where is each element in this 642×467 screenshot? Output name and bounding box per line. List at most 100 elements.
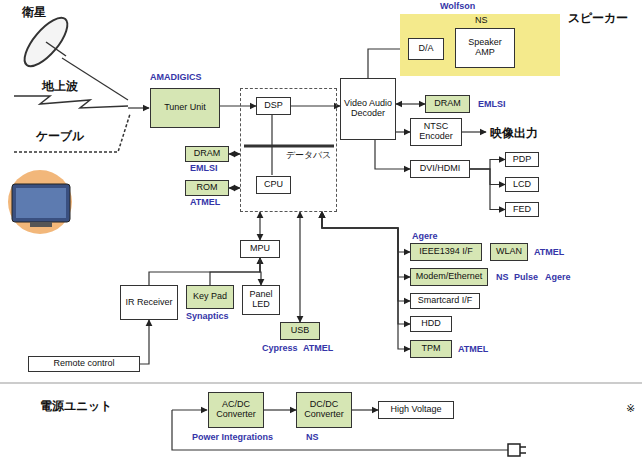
note-mark: ※ [626, 402, 635, 415]
signal-connector [322, 212, 410, 349]
box-text: DRAM [194, 149, 221, 159]
signal-connector [322, 212, 410, 324]
box-text: Video Audio Decoder [343, 99, 393, 119]
box-text: ROM [197, 183, 218, 193]
box-text: データバス [285, 151, 332, 161]
separator [0, 383, 642, 384]
box-text: MPU [250, 244, 270, 254]
terrestrial-wave [14, 96, 128, 108]
storage-box: HDD [410, 316, 452, 332]
signal-connector [322, 212, 410, 252]
box-text: DSP [264, 101, 283, 111]
cpu-box: CPU [256, 176, 291, 194]
signal-connector [140, 320, 149, 364]
box-text: Panel LED [245, 290, 277, 310]
place-label: 地上波 [42, 78, 78, 95]
converter-box: D/A [408, 38, 444, 60]
interface-box: Smartcard I/F [410, 293, 480, 309]
interface-box: DVI/HDMI [410, 160, 470, 178]
box-text: AC/DC Converter [211, 400, 261, 420]
keypad-box: Key Pad [186, 285, 234, 309]
vendor-label: Agere [412, 231, 438, 241]
box-text: Smartcard I/F [418, 296, 473, 306]
box-text: DRAM [434, 99, 461, 109]
memory-box: DRAM [425, 95, 470, 113]
box-text: IEEE1394 I/F [419, 247, 473, 257]
interface-box: IEEE1394 I/F [410, 243, 482, 261]
box-text: Key Pad [193, 292, 227, 302]
box-text: NTSC Encoder [413, 122, 459, 142]
box-text: NS [475, 16, 488, 26]
box-text: HDD [421, 319, 441, 329]
vendor-label: Cypress [262, 343, 298, 353]
box-text: Remote control [53, 359, 114, 369]
place-label: ケーブル [36, 128, 84, 145]
signal-connector [260, 258, 261, 285]
signal-connector [352, 409, 378, 410]
signal-connector [220, 105, 256, 106]
signal-connector [259, 212, 260, 240]
signal-connector [396, 103, 425, 104]
box-text: USB [291, 326, 310, 336]
box-text: CPU [264, 180, 283, 190]
box-text: TPM [422, 344, 441, 354]
place-label: 衛星 [22, 4, 46, 21]
led-box: Panel LED [242, 285, 280, 315]
box-text: Tuner Unit [164, 103, 206, 113]
encoder-box: NTSC Encoder [410, 118, 462, 146]
signal-connector [470, 169, 505, 210]
input-arrow [128, 107, 149, 108]
tuner-box: Tuner Unit [150, 88, 220, 128]
output-box: High Voltage [378, 401, 454, 419]
signal-connector [299, 212, 300, 322]
signal-connector [149, 258, 260, 285]
box-text: High Voltage [390, 405, 441, 415]
vendor-label: EMLSI [478, 99, 506, 109]
signal-connector [264, 409, 296, 410]
signal-connector [229, 153, 240, 154]
dsp-box: DSP [256, 97, 291, 115]
vendor-label: ATMEL [534, 247, 564, 257]
tv-icon [8, 170, 72, 234]
bus-region: データバス DSP CPU [240, 88, 337, 212]
display-box: LCD [505, 177, 539, 192]
signal-connector [322, 212, 410, 277]
amp-box: Speaker AMP [455, 28, 515, 68]
box-text: LCD [513, 180, 531, 190]
cable-line [14, 114, 130, 152]
vendor-label: NS [496, 272, 509, 282]
vendor-label: NS [306, 432, 319, 442]
receiver-box: IR Receiver [120, 285, 178, 320]
signal-connector [470, 169, 505, 185]
security-box: TPM [410, 340, 452, 358]
vendor-label: AMADIGICS [150, 72, 202, 82]
vendor-label: ATMEL [458, 344, 488, 354]
signal-connector [229, 187, 240, 188]
box-text: DVI/HDMI [420, 164, 461, 174]
output-label: 映像出力 [490, 125, 538, 142]
box-text: PDP [513, 155, 532, 165]
vendor-label: ATMEL [190, 197, 220, 207]
display-box: PDP [505, 152, 539, 167]
box-text: DC/DC Converter [299, 400, 349, 420]
box-text: FED [513, 205, 531, 215]
interface-box: Modem/Ethernet [410, 268, 488, 286]
vendor-label: Pulse [514, 272, 538, 282]
mpu-box: MPU [240, 240, 280, 258]
audio-band: NS D/A Speaker AMP [400, 14, 560, 76]
converter-box: AC/DC Converter [208, 392, 264, 428]
converter-box: DC/DC Converter [296, 392, 352, 428]
signal-connector [396, 131, 410, 132]
vendor-label: Wolfson [440, 1, 475, 11]
remote-box: Remote control [28, 356, 140, 372]
box-text: Speaker AMP [458, 38, 512, 58]
output-label: スピーカー [568, 10, 628, 27]
vendor-label: Agere [545, 272, 571, 282]
signal-connector [322, 212, 410, 301]
signal-connector [291, 105, 340, 106]
box-text: WLAN [496, 247, 522, 257]
section-label: 電源ユニット [40, 398, 112, 415]
data-bus [244, 114, 334, 175]
interface-box: WLAN [490, 243, 528, 261]
vendor-label: EMLSI [190, 163, 218, 173]
